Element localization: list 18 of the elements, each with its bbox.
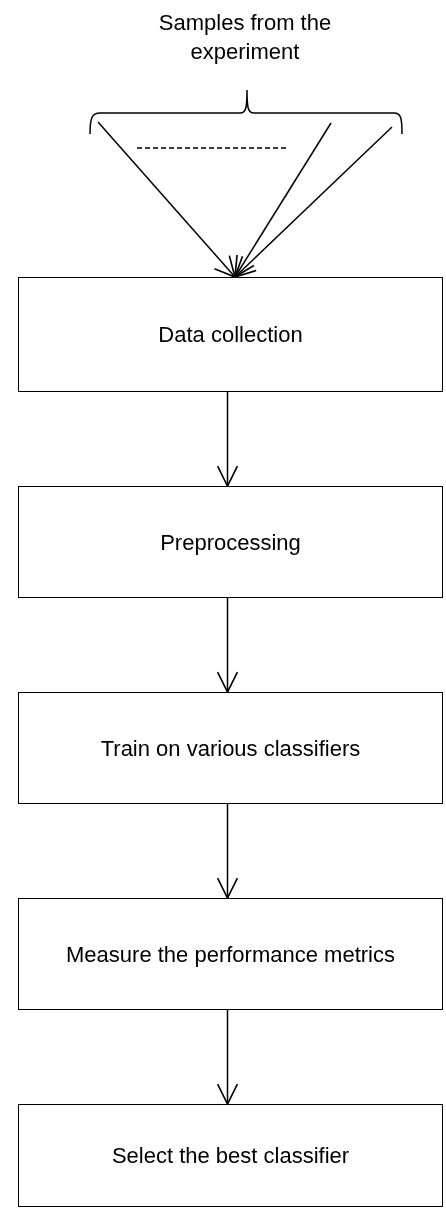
step-label: Train on various classifiers [100,734,361,763]
arrow [216,391,239,487]
step-label: Select the best classifier [111,1142,350,1170]
step-label: Preprocessing [160,528,301,557]
group-caption: Samples from the experiment [157,9,333,66]
process-box [18,486,443,598]
arrow [216,597,239,693]
arrow [234,126,393,278]
process-box [18,1104,443,1207]
arrow [216,1009,239,1105]
step-label: Data collection [158,321,303,349]
arrow [216,803,239,899]
arrow [97,121,236,278]
process-box [18,898,443,1010]
arrow [234,122,332,278]
process-box [18,692,443,804]
process-box [18,277,443,392]
step-label: Measure the performance metrics [66,940,395,969]
